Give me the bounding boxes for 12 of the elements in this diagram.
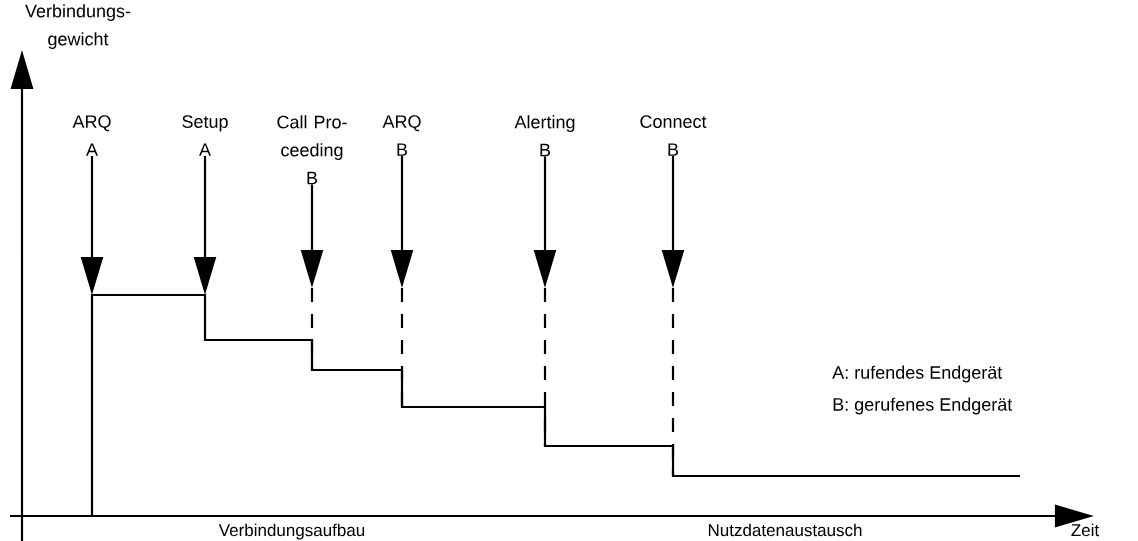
axis-label: Nutzdatenaustausch <box>708 523 862 537</box>
message-label: Connect B <box>640 115 707 156</box>
message-label: Alerting B <box>514 115 575 157</box>
message-label: Call Pro- ceeding B <box>277 115 347 185</box>
message-label: ARQ B <box>382 115 421 156</box>
message-label: ARQ A <box>72 115 111 156</box>
axis-label: Verbindungs- gewicht <box>25 4 131 49</box>
axis-label: A: rufendes Endgerät <box>832 365 1003 383</box>
message-label: Setup A <box>182 115 228 156</box>
axis-label: Verbindungsaufbau <box>218 523 365 540</box>
axis-label: B: gerufenes Endgerät <box>833 397 1013 415</box>
axis-label: Zeit <box>1071 523 1100 537</box>
